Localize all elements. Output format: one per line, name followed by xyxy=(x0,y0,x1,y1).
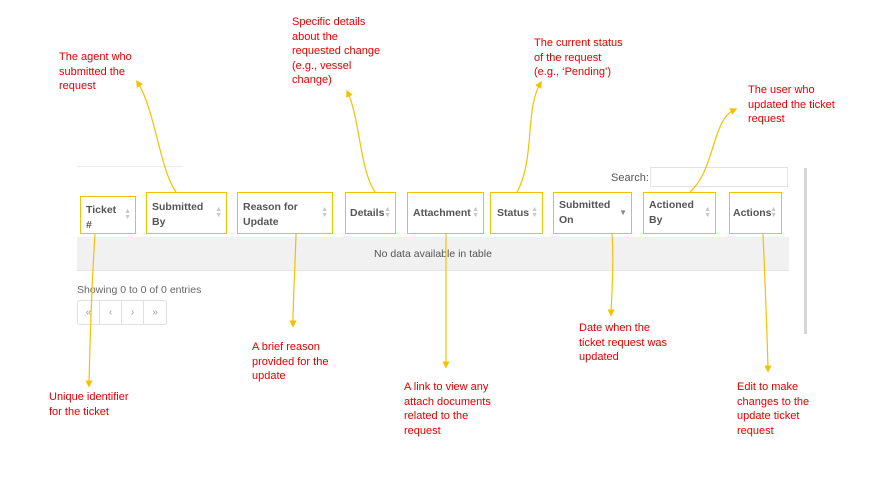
note-line: change) xyxy=(292,74,332,86)
note-line: ticket request was xyxy=(579,336,668,349)
arrow-actions xyxy=(762,233,772,373)
note-line: for the ticket xyxy=(49,405,109,418)
search-input[interactable] xyxy=(650,167,788,187)
annotation-submitted-by: The agent who submitted the request xyxy=(59,50,132,94)
column-label: Ticket xyxy=(86,204,117,216)
sort-icon[interactable]: ▲▼ xyxy=(531,206,538,219)
column-label: Submitted xyxy=(152,201,204,213)
column-label: Actions xyxy=(733,207,772,219)
note-line: about the xyxy=(292,30,338,43)
sort-icon[interactable]: ▲▼ xyxy=(321,206,328,219)
note-line: Unique identifier xyxy=(49,391,129,403)
column-label: Actioned xyxy=(649,199,694,211)
note-line: changes to the xyxy=(737,395,810,408)
search-label: Search: xyxy=(611,172,649,184)
sort-icon[interactable]: ▲▼ xyxy=(215,206,222,219)
column-header-submitted-on[interactable]: Submitted On ▼ xyxy=(553,192,632,234)
note-line: The agent who xyxy=(59,51,132,63)
column-header-reason-for-update[interactable]: Reason for Update ▲▼ xyxy=(237,192,333,234)
note-line: of the request xyxy=(534,51,602,64)
empty-message: No data available in table xyxy=(374,247,492,260)
column-header-status[interactable]: Status ▲▼ xyxy=(490,192,543,234)
annotation-reason: A brief reason provided for the update xyxy=(252,340,328,384)
arrow-status xyxy=(516,80,542,193)
note-line: A brief reason xyxy=(252,341,320,353)
arrow-submitted-by xyxy=(136,79,177,193)
column-label: Details xyxy=(350,207,385,219)
sort-icon[interactable]: ▲▼ xyxy=(384,206,391,219)
note-line: updated the ticket xyxy=(748,98,835,111)
annotation-ticket: Unique identifier for the ticket xyxy=(49,390,129,419)
next-page-button[interactable]: › xyxy=(122,301,144,324)
annotation-attachment: A link to view any attach documents rela… xyxy=(404,380,491,438)
note-line: update ticket xyxy=(737,410,800,422)
empty-table-row: No data available in table xyxy=(77,237,789,271)
first-page-button[interactable]: « xyxy=(78,301,100,324)
note-line: (e.g., ‘Pending’) xyxy=(534,66,612,78)
column-header-submitted-by[interactable]: Submitted By ▲▼ xyxy=(146,192,227,234)
column-label: On xyxy=(559,214,574,226)
vertical-scrollbar[interactable] xyxy=(804,168,807,334)
column-label: # xyxy=(86,219,92,231)
annotation-actioned-by: The user who updated the ticket request xyxy=(748,83,835,127)
column-header-attachment[interactable]: Attachment ▲▼ xyxy=(407,192,484,234)
arrow-actioned-by xyxy=(689,108,738,193)
sort-icon[interactable]: ▲▼ xyxy=(770,206,777,219)
arrow-submitted-on xyxy=(607,233,615,317)
column-label: Reason for xyxy=(243,201,298,213)
note-line: A link to view any xyxy=(404,381,489,393)
column-label: Attachment xyxy=(413,207,471,219)
column-label: By xyxy=(649,214,663,226)
table-info: Showing 0 to 0 of 0 entries xyxy=(77,284,202,296)
note-line: Date when the xyxy=(579,322,650,334)
arrow-reason xyxy=(289,233,297,328)
note-line: update xyxy=(252,370,286,382)
note-line: requested change xyxy=(292,45,381,57)
sort-descending-icon[interactable]: ▼ xyxy=(619,208,627,217)
note-line: The current status xyxy=(534,37,623,49)
previous-page-button[interactable]: ‹ xyxy=(100,301,122,324)
note-line: related to the xyxy=(404,410,469,422)
annotation-actions: Edit to make changes to the update ticke… xyxy=(737,380,809,438)
annotation-details: Specific details about the requested cha… xyxy=(292,15,380,88)
note-line: provided for the xyxy=(252,355,329,368)
arrow-ticket xyxy=(85,233,96,388)
column-label: Submitted xyxy=(559,199,611,211)
note-line: request xyxy=(404,424,441,437)
sort-icon[interactable]: ▲▼ xyxy=(124,208,131,221)
note-line: request xyxy=(59,80,96,92)
column-header-ticket[interactable]: Ticket # ▲▼ xyxy=(80,196,136,234)
note-line: updated xyxy=(579,351,619,363)
column-header-details[interactable]: Details ▲▼ xyxy=(345,192,396,234)
column-label: Update xyxy=(243,216,279,228)
note-line: submitted the xyxy=(59,65,126,78)
note-line: request xyxy=(748,113,785,125)
annotation-submitted-on: Date when the ticket request was updated xyxy=(579,321,667,365)
pagination: « ‹ › » xyxy=(77,300,167,325)
arrow-details xyxy=(346,89,376,193)
last-page-button[interactable]: » xyxy=(152,307,158,318)
sort-icon[interactable]: ▲▼ xyxy=(704,206,711,219)
annotation-status: The current status of the request (e.g.,… xyxy=(534,36,623,80)
note-line: The user who xyxy=(748,84,815,96)
sort-icon[interactable]: ▲▼ xyxy=(472,206,479,219)
note-line: attach documents xyxy=(404,395,491,408)
note-line: (e.g., vessel xyxy=(292,59,352,72)
table-top-divider xyxy=(77,166,183,167)
note-line: Edit to make xyxy=(737,381,799,393)
column-label: By xyxy=(152,216,166,228)
column-label: Status xyxy=(497,207,530,219)
column-header-actions[interactable]: Actions ▲▼ xyxy=(729,192,782,234)
column-header-actioned-by[interactable]: Actioned By ▲▼ xyxy=(643,192,716,234)
note-line: Specific details xyxy=(292,16,366,28)
note-line: request xyxy=(737,424,774,437)
